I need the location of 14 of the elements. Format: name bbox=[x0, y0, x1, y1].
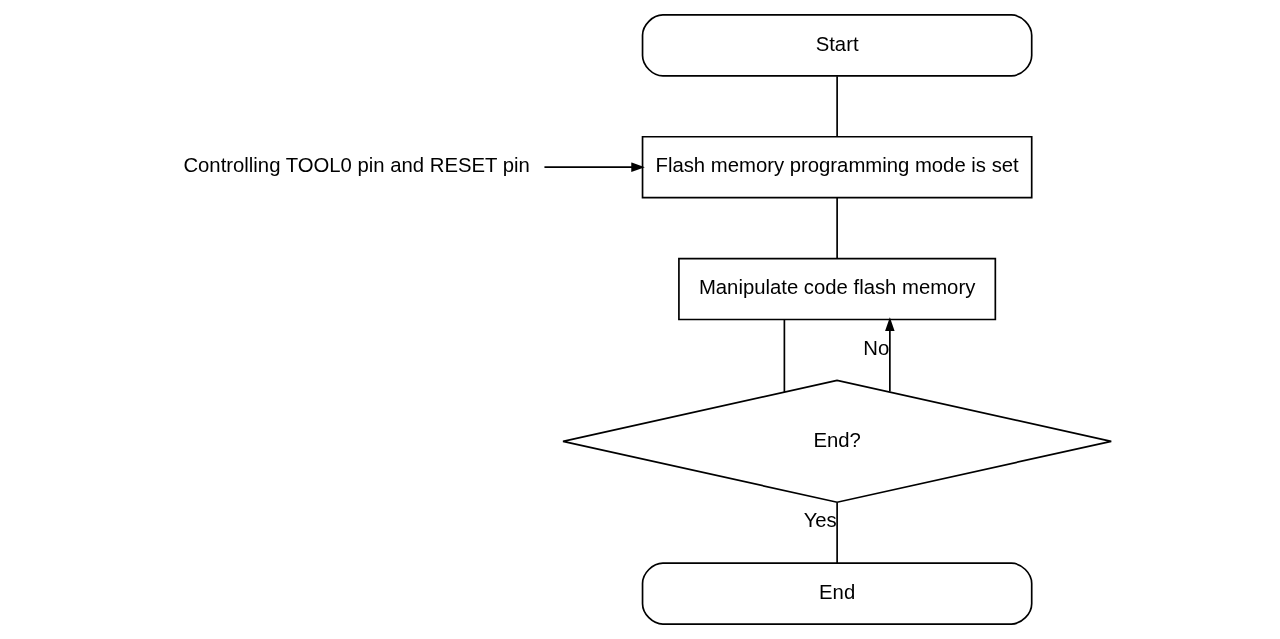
node-diamond: End? bbox=[562, 379, 1113, 504]
node-box: Flash memory programming mode is set bbox=[641, 135, 1033, 199]
node-text: Controlling TOOL0 pin and RESET pin bbox=[183, 154, 530, 177]
node-box: Start bbox=[641, 14, 1033, 77]
arrow bbox=[543, 162, 645, 172]
connector bbox=[783, 319, 786, 393]
arrow bbox=[885, 317, 895, 393]
connector bbox=[836, 75, 838, 137]
edge-label: No bbox=[863, 337, 890, 360]
node-box: Manipulate code flash memory bbox=[678, 257, 997, 321]
node-box: End bbox=[641, 562, 1033, 625]
connector bbox=[836, 501, 838, 564]
edge-label: Yes bbox=[803, 508, 837, 531]
connector bbox=[836, 197, 838, 259]
